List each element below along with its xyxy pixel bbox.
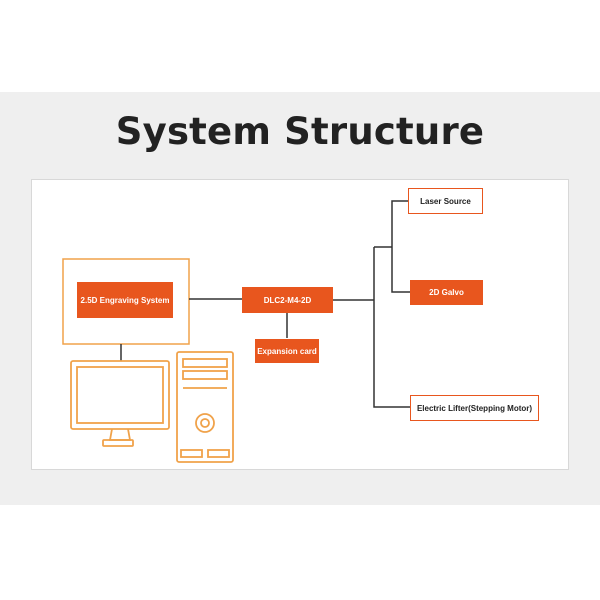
laser-source-node: Laser Source (408, 188, 483, 214)
expansion-card-node: Expansion card (255, 339, 319, 363)
page-title: System Structure (115, 110, 485, 153)
lifter-node: Electric Lifter(Stepping Motor) (410, 395, 539, 421)
monitor-icon (70, 360, 170, 447)
branch-laser-galvo-line (391, 200, 410, 293)
engraving-system-node: 2.5D Engraving System (77, 282, 173, 318)
engraving-system-frame (62, 258, 190, 345)
computer-tower-icon (176, 351, 234, 463)
galvo-node: 2D Galvo (410, 280, 483, 305)
controller-node: DLC2-M4-2D (242, 287, 333, 313)
branch-to-lifter-line (373, 247, 410, 408)
diagram-panel (31, 179, 569, 470)
